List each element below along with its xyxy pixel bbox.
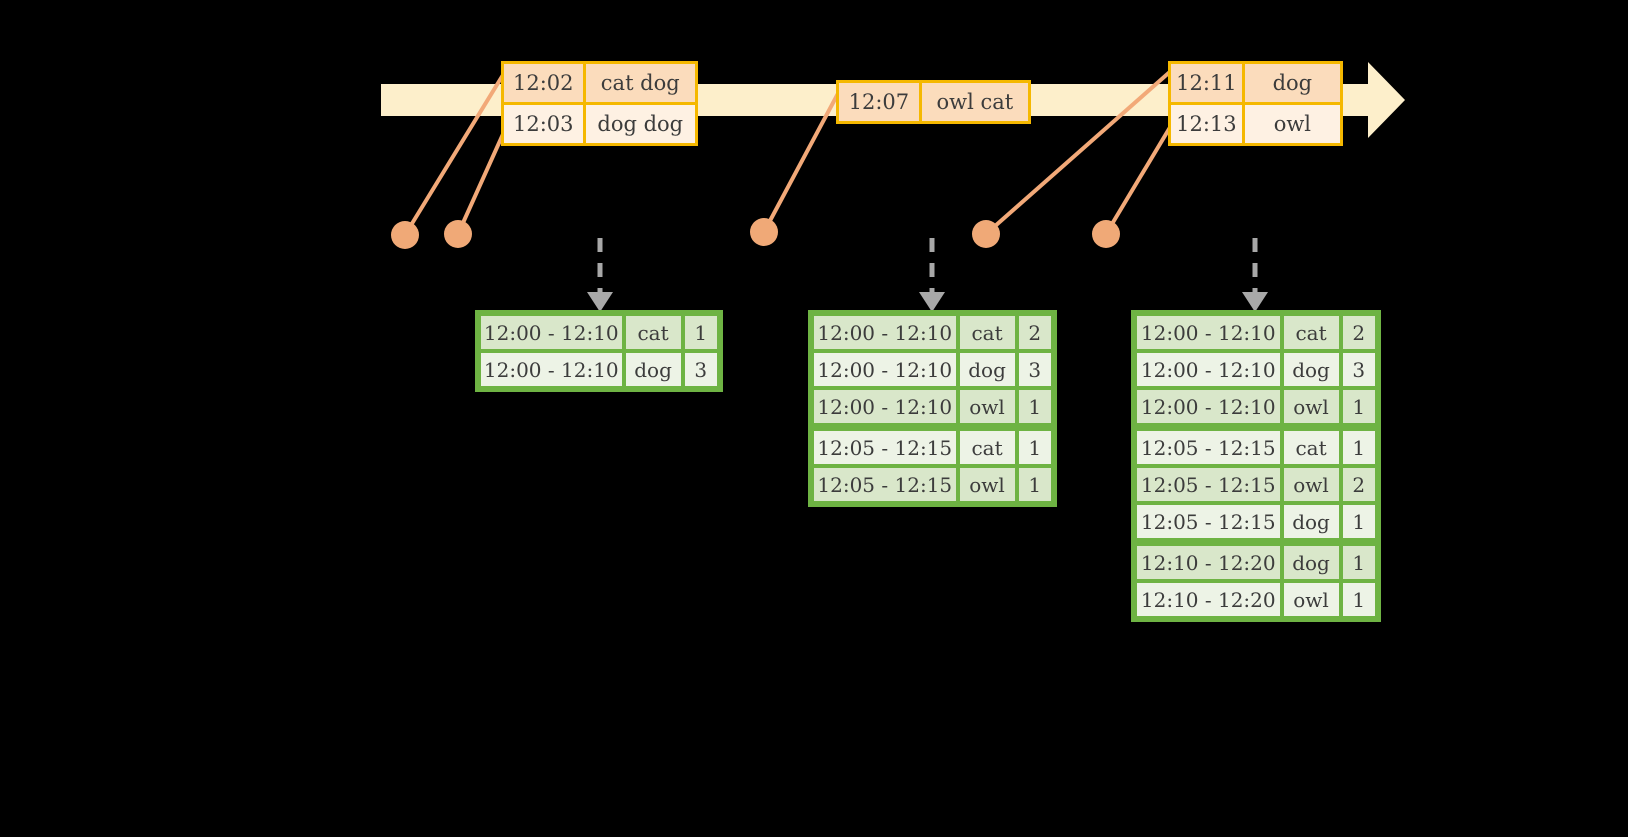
count-cell: 1 (1342, 583, 1375, 616)
event-words: dog (1244, 64, 1340, 102)
word-cell: owl (1283, 468, 1339, 501)
window-cell: 12:10 - 12:20 (1137, 583, 1280, 616)
count-cell: 1 (1342, 505, 1375, 538)
event-row[interactable]: 12:03 dog dog (504, 102, 695, 143)
word-cell: dog (1283, 505, 1339, 538)
window-cell: 12:05 - 12:15 (1137, 431, 1280, 464)
word-cell: cat (625, 316, 681, 349)
word-cell: owl (959, 468, 1015, 501)
window-cell: 12:05 - 12:15 (814, 431, 956, 464)
leader-line-4 (984, 68, 1174, 236)
word-cell: cat (1283, 316, 1339, 349)
word-cell: dog (1283, 353, 1339, 386)
event-words: owl (1244, 105, 1340, 143)
dashed-arrowhead-2 (919, 292, 945, 312)
count-cell: 2 (1018, 316, 1051, 349)
event-dot-3 (750, 218, 778, 246)
event-group-3[interactable]: 12:11 dog 12:13 owl (1168, 61, 1343, 146)
dashed-arrows (597, 238, 1258, 302)
count-cell: 3 (684, 353, 717, 386)
window-cell: 12:05 - 12:15 (1137, 468, 1280, 501)
count-cell: 3 (1342, 353, 1375, 386)
count-cell: 1 (1018, 390, 1051, 423)
leader-line-2 (456, 121, 510, 236)
count-cell: 1 (1342, 546, 1375, 579)
count-cell: 1 (1018, 431, 1051, 464)
window-cell: 12:00 - 12:10 (814, 316, 956, 349)
dashed-arrowhead-3 (1242, 292, 1268, 312)
dashed-arrowhead-1 (587, 292, 613, 312)
window-cell: 12:00 - 12:10 (1137, 390, 1280, 423)
word-cell: cat (1283, 431, 1339, 464)
leader-lines (403, 68, 1174, 237)
word-cell: dog (625, 353, 681, 386)
event-row[interactable]: 12:11 dog (1171, 64, 1340, 102)
event-time: 12:11 (1171, 64, 1245, 102)
event-dot-4 (972, 220, 1000, 248)
word-cell: owl (959, 390, 1015, 423)
event-dot-1 (391, 221, 419, 249)
window-cell: 12:00 - 12:10 (481, 353, 622, 386)
count-cell: 1 (1018, 468, 1051, 501)
event-dot-5 (1092, 220, 1120, 248)
leader-line-3 (762, 84, 844, 234)
word-cell: owl (1283, 583, 1339, 616)
event-group-1[interactable]: 12:02 cat dog 12:03 dog dog (501, 61, 698, 146)
word-cell: cat (959, 431, 1015, 464)
word-cell: dog (1283, 546, 1339, 579)
word-cell: cat (959, 316, 1015, 349)
word-cell: dog (959, 353, 1015, 386)
event-time: 12:13 (1171, 105, 1245, 143)
event-row[interactable]: 12:07 owl cat (839, 83, 1028, 121)
event-row[interactable]: 12:02 cat dog (504, 64, 695, 102)
count-cell: 1 (684, 316, 717, 349)
event-row[interactable]: 12:13 owl (1171, 102, 1340, 143)
window-cell: 12:00 - 12:10 (1137, 316, 1280, 349)
dashed-arrow-heads (587, 292, 1268, 312)
window-cell: 12:00 - 12:10 (814, 353, 956, 386)
count-cell: 1 (1342, 390, 1375, 423)
event-group-2[interactable]: 12:07 owl cat (836, 80, 1031, 124)
leader-line-1 (403, 68, 508, 237)
window-cell: 12:05 - 12:15 (1137, 505, 1280, 538)
count-cell: 1 (1342, 431, 1375, 464)
window-cell: 12:00 - 12:10 (814, 390, 956, 423)
event-time: 12:02 (504, 64, 586, 102)
leader-line-5 (1104, 122, 1174, 236)
window-cell: 12:00 - 12:10 (1137, 353, 1280, 386)
word-cell: owl (1283, 390, 1339, 423)
event-dot-2 (444, 220, 472, 248)
event-dots (391, 218, 1120, 249)
event-time: 12:03 (504, 105, 586, 143)
event-words: owl cat (921, 83, 1028, 121)
window-cell: 12:10 - 12:20 (1137, 546, 1280, 579)
event-words: dog dog (585, 105, 695, 143)
event-time: 12:07 (839, 83, 922, 121)
count-cell: 2 (1342, 468, 1375, 501)
count-cell: 2 (1342, 316, 1375, 349)
event-words: cat dog (585, 64, 695, 102)
count-cell: 3 (1018, 353, 1051, 386)
window-cell: 12:00 - 12:10 (481, 316, 622, 349)
window-cell: 12:05 - 12:15 (814, 468, 956, 501)
